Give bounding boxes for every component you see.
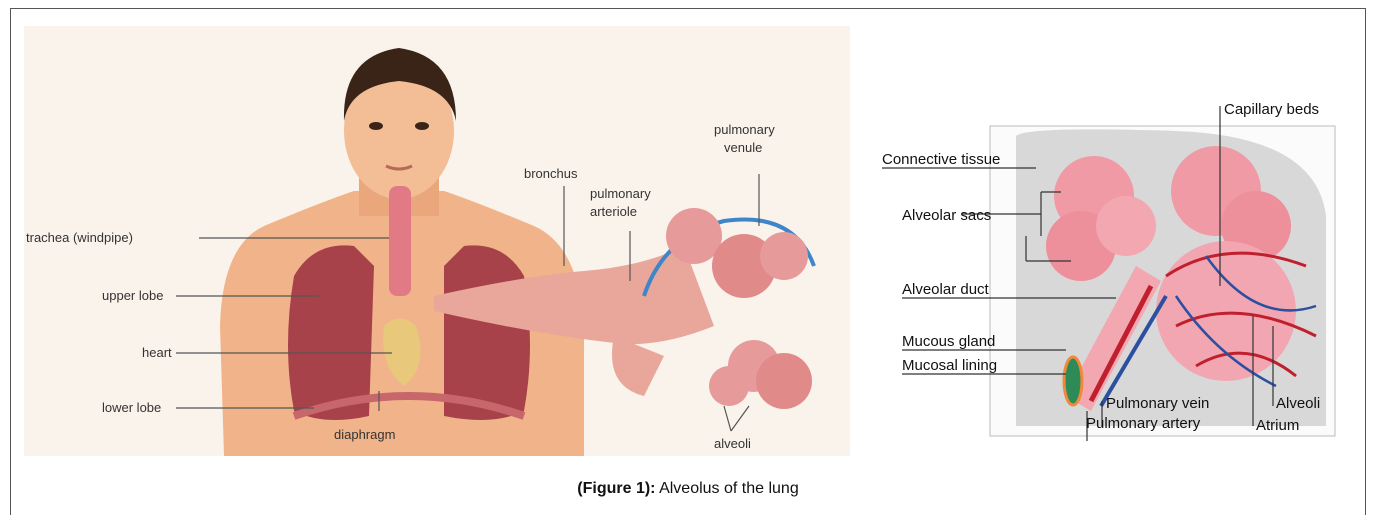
respiratory-system-svg: trachea (windpipe) upper lobe heart lowe…	[24, 26, 850, 456]
right-eye	[415, 122, 429, 130]
respiratory-system-illustration: trachea (windpipe) upper lobe heart lowe…	[24, 26, 850, 456]
label-pulmonary-venule-1: pulmonary	[714, 122, 775, 137]
caption-label: (Figure 1):	[577, 480, 655, 497]
label-connective-tissue: Connective tissue	[882, 151, 1000, 168]
caption-text: Alveolus of the lung	[659, 480, 799, 497]
label-lower-lobe: lower lobe	[102, 400, 161, 415]
label-capillary-beds: Capillary beds	[1224, 101, 1319, 118]
label-upper-lobe: upper lobe	[102, 288, 163, 303]
label-trachea: trachea (windpipe)	[26, 230, 133, 245]
label-alveoli: Alveoli	[1276, 395, 1320, 412]
label-pulmonary-artery: Pulmonary artery	[1086, 415, 1201, 432]
left-lung	[288, 245, 374, 420]
label-heart: heart	[142, 345, 172, 360]
figure-caption: (Figure 1): Alveolus of the lung	[0, 480, 1376, 498]
label-alveoli: alveoli	[714, 436, 751, 451]
label-alveolar-duct: Alveolar duct	[902, 281, 990, 298]
label-alveolar-sacs: Alveolar sacs	[902, 207, 991, 224]
label-mucosal-lining: Mucosal lining	[902, 357, 997, 374]
label-pulmonary-arteriole-2: arteriole	[590, 204, 637, 219]
label-bronchus: bronchus	[524, 166, 578, 181]
label-atrium: Atrium	[1256, 417, 1299, 434]
label-pulmonary-vein: Pulmonary vein	[1106, 395, 1209, 412]
label-mucous-gland: Mucous gland	[902, 333, 995, 350]
left-eye	[369, 122, 383, 130]
mucosal-lining	[1064, 357, 1082, 405]
label-diaphragm: diaphragm	[334, 427, 395, 442]
right-lung	[444, 245, 530, 420]
alveolus-detail-svg: Capillary beds Connective tissue Alveola…	[876, 96, 1366, 446]
label-pulmonary-venule-2: venule	[724, 140, 762, 155]
alveolus-detail-illustration: Capillary beds Connective tissue Alveola…	[876, 96, 1366, 446]
trachea	[389, 186, 411, 296]
label-pulmonary-arteriole-1: pulmonary	[590, 186, 651, 201]
